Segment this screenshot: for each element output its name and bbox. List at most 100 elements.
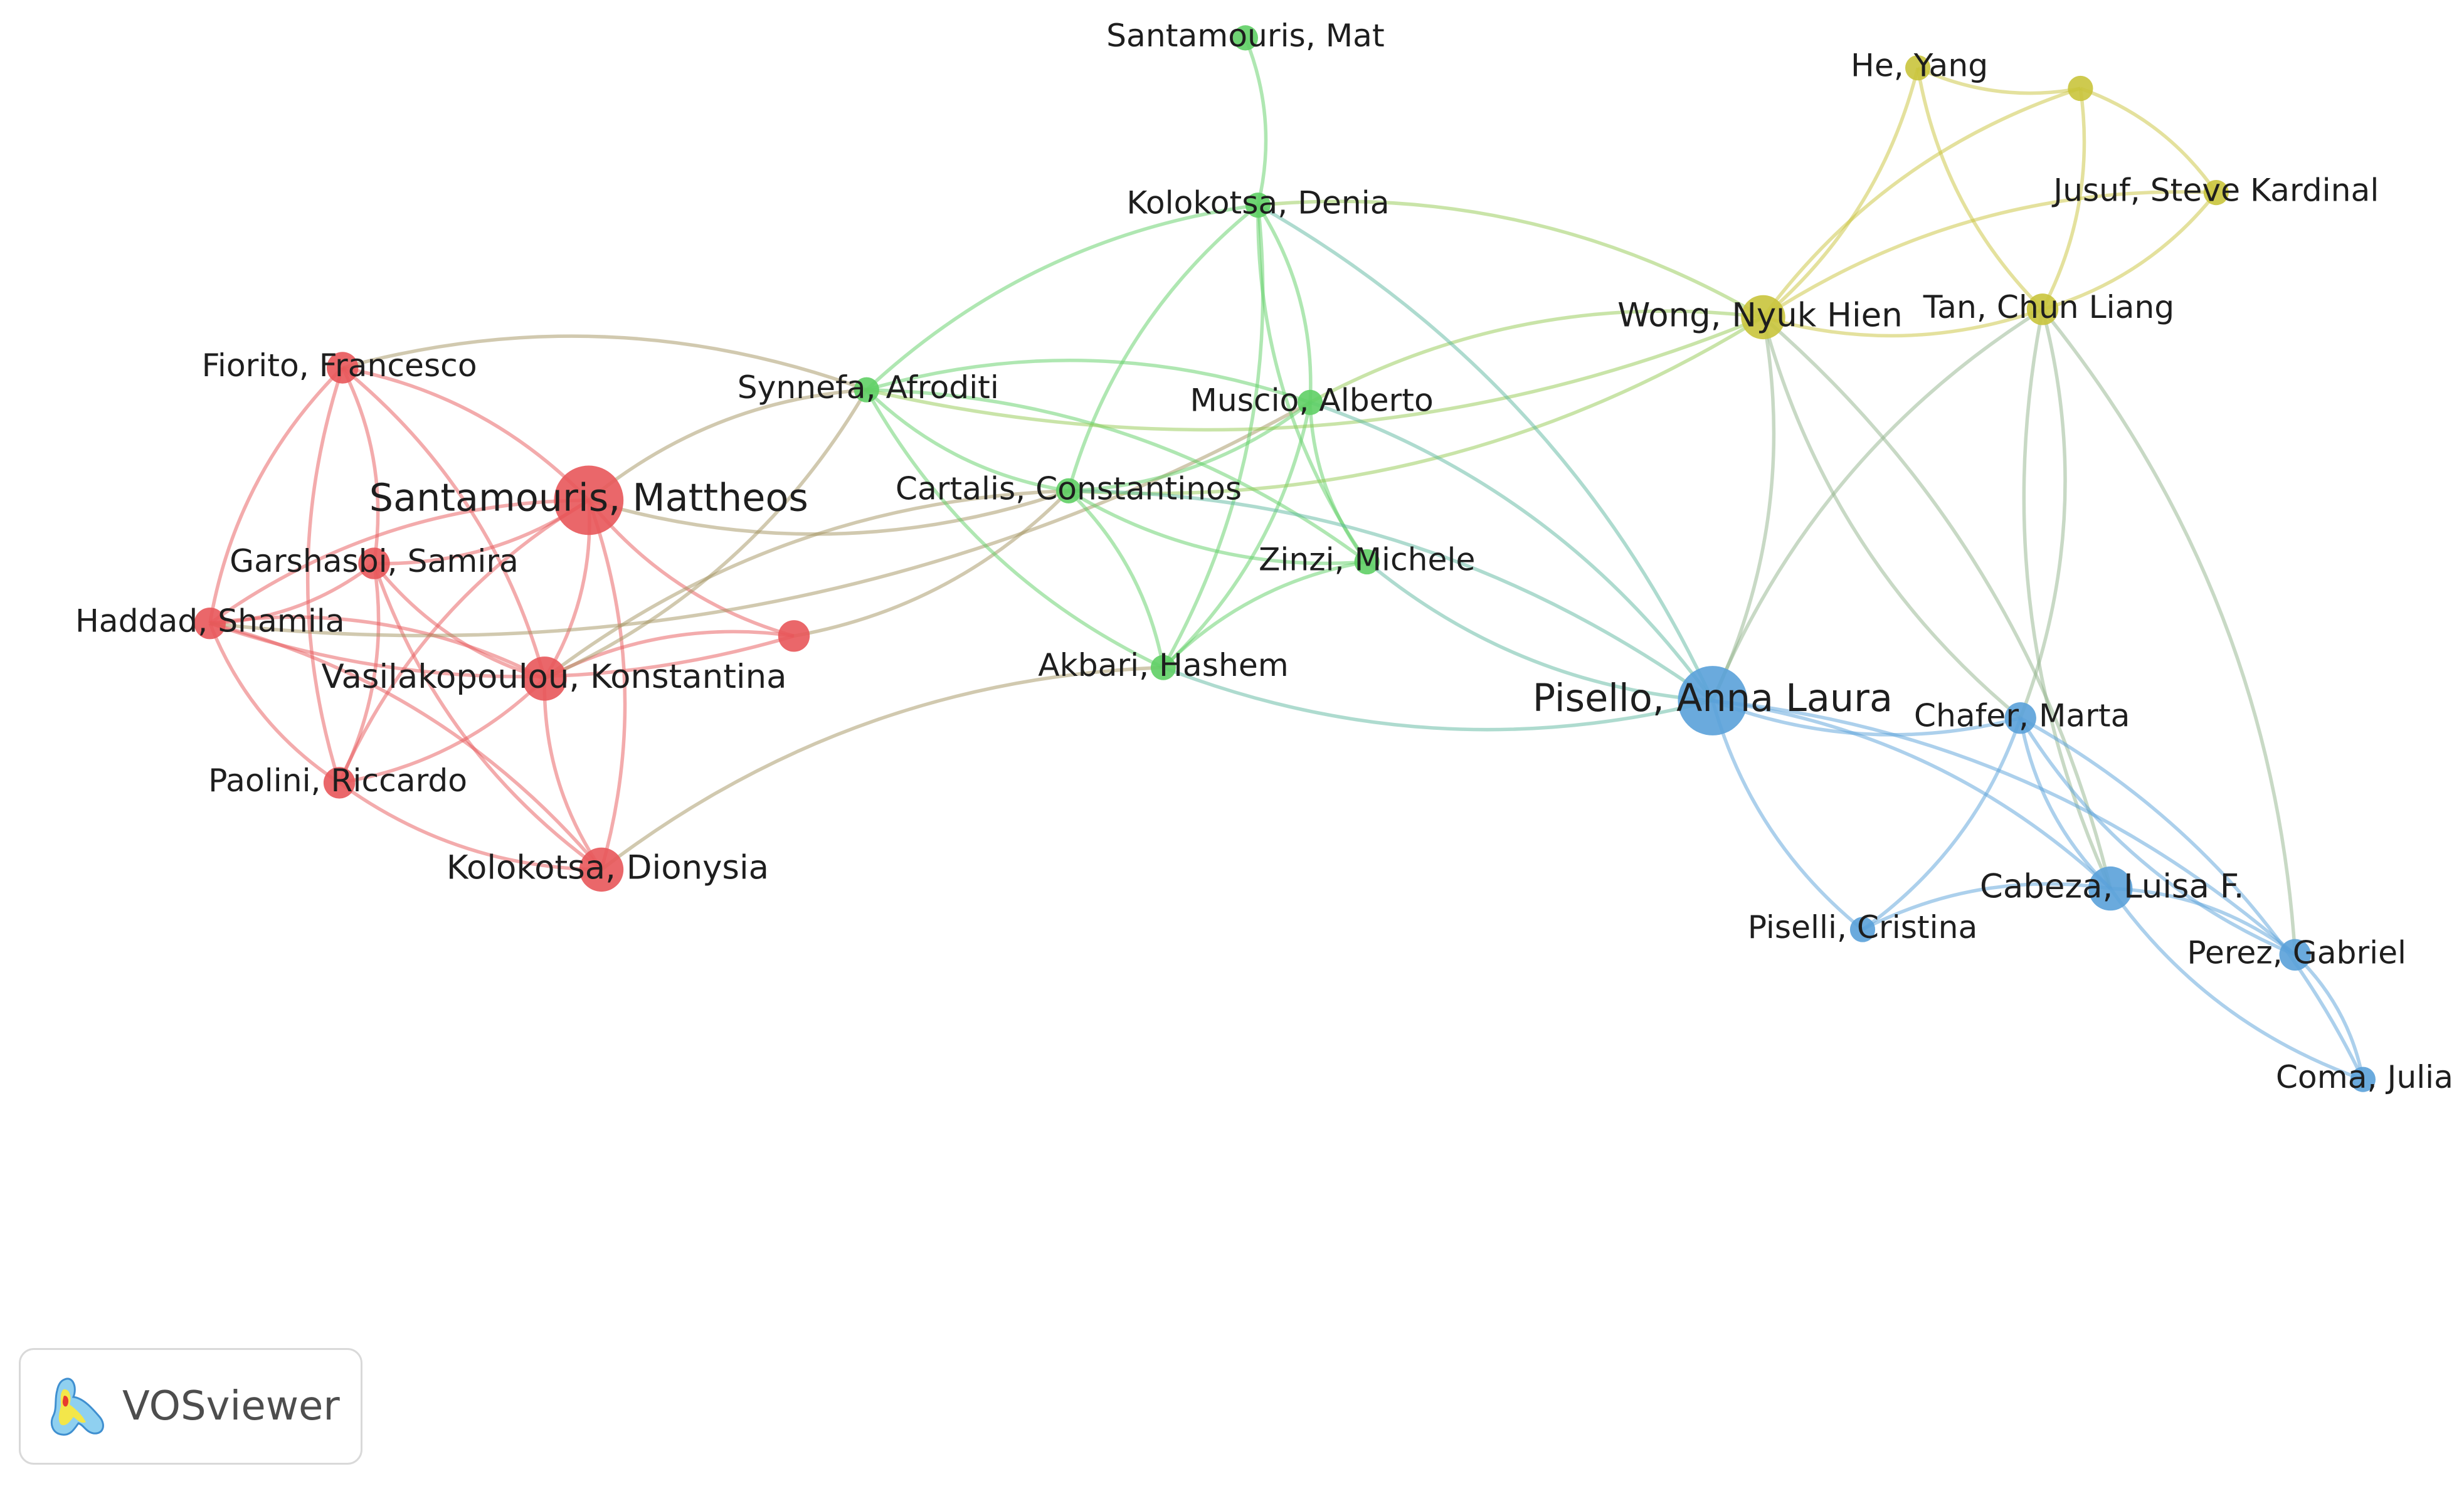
node-vasilakopoulou_konstantina[interactable] [522, 656, 567, 701]
edge-santamouris_mat-kolokotsa_denia [1244, 37, 1268, 206]
edge-santamouris_mattheos-synnefa_afroditi [588, 387, 867, 502]
node-muscio_alberto[interactable] [1298, 389, 1323, 415]
node-label-akbari_hashem: Akbari, Hashem [1038, 646, 1289, 683]
node-zinzi_michele[interactable] [1354, 549, 1380, 575]
node-pisello_anna_laura[interactable] [1678, 666, 1748, 735]
edge-cabeza_luisa-perez_gabriel [2110, 887, 2297, 956]
node-label-pisello_anna_laura: Pisello, Anna Laura [1533, 677, 1893, 720]
node-cartalis_constantinos[interactable] [1055, 478, 1082, 503]
node-label-coma_julia: Coma, Julia [2276, 1058, 2453, 1095]
node-label-chafer_marta: Chafer, Marta [1914, 697, 2130, 734]
edge-pisello_anna_laura-cabeza_luisa [1712, 698, 2112, 890]
edge-chafer_marta-cabeza_luisa [2018, 717, 2112, 890]
node-haddad_shamila[interactable] [194, 608, 226, 640]
node-label-cabeza_luisa: Cabeza, Luisa F. [1980, 868, 2245, 906]
node-fiorito_francesco[interactable] [327, 352, 359, 384]
node-paolini_riccardo[interactable] [323, 767, 356, 799]
node-wong_nyuk_hien[interactable] [1741, 295, 1785, 340]
vosviewer-logo-icon [50, 1378, 104, 1436]
edge-yellow_unlabeled-wong_nyuk_hien [1762, 87, 2081, 319]
edge-he_yang-tan_chun_liang [1916, 67, 2044, 311]
brand-name: VOSviewer [122, 1383, 340, 1430]
edge-garshasbi_samira-paolini_riccardo [337, 563, 381, 784]
node-perez_gabriel[interactable] [2279, 939, 2311, 971]
edge-red_unlabeled-cartalis_constantinos [793, 489, 1070, 638]
edge-synnefa_afroditi-cartalis_constantinos [865, 388, 1069, 493]
edge-muscio_alberto-cartalis_constantinos [1068, 401, 1311, 493]
node-santamouris_mattheos[interactable] [554, 465, 624, 535]
node-label-kolokotsa_dionysia: Kolokotsa, Dionysia [447, 849, 769, 887]
node-label-he_yang: He, Yang [1851, 47, 1988, 84]
edge-santamouris_mattheos-cartalis_constantinos [588, 489, 1069, 536]
edge-zinzi_michele-akbari_hashem [1162, 560, 1368, 669]
node-cabeza_luisa[interactable] [2088, 866, 2133, 911]
edge-wong_nyuk_hien-cabeza_luisa [1762, 315, 2112, 889]
edge-fiorito_francesco-paolini_riccardo [305, 367, 344, 784]
edge-yellow_unlabeled-tan_chun_liang [2041, 88, 2086, 310]
edge-cartalis_constantinos-zinzi_michele [1067, 489, 1367, 566]
node-chafer_marta[interactable] [2004, 702, 2036, 734]
node-santamouris_mat[interactable] [1232, 25, 1258, 51]
edge-santamouris_mattheos-haddad_shamila [209, 498, 589, 625]
edge-kolokotsa_denia-muscio_alberto [1256, 204, 1313, 403]
node-label-wong_nyuk_hien: Wong, Nyuk Hien [1617, 297, 1903, 335]
node-label-kolokotsa_denia: Kolokotsa, Denia [1126, 184, 1389, 221]
node-kolokotsa_denia[interactable] [1245, 192, 1271, 218]
edge-muscio_alberto-akbari_hashem [1162, 402, 1312, 669]
node-red_unlabeled[interactable] [778, 620, 810, 652]
node-label-vasilakopoulou_konstantina: Vasilakopoulou, Konstantina [321, 658, 786, 696]
node-tan_chun_liang[interactable] [2026, 293, 2059, 325]
edge-zinzi_michele-pisello_anna_laura [1365, 560, 1713, 703]
edge-cabeza_luisa-coma_julia [2108, 887, 2364, 1082]
edge-pisello_anna_laura-perez_gabriel [1712, 698, 2297, 956]
edge-vasilakopoulou_konstantina-synnefa_afroditi [544, 389, 869, 680]
node-synnefa_afroditi[interactable] [854, 377, 879, 403]
node-akbari_hashem[interactable] [1150, 655, 1176, 680]
edge-tan_chun_liang-pisello_anna_laura [1711, 307, 2044, 702]
edge-muscio_alberto-wong_nyuk_hien [1309, 309, 1763, 404]
edge-santamouris_mattheos-paolini_riccardo [337, 498, 590, 784]
edge-santamouris_mattheos-kolokotsa_dionysia [587, 499, 627, 870]
node-piselli_cristina[interactable] [1849, 917, 1876, 942]
edge-haddad_shamila-paolini_riccardo [208, 623, 341, 784]
node-coma_julia[interactable] [2350, 1067, 2376, 1092]
node-jusuf_steve_kardinal[interactable] [2203, 180, 2229, 206]
edge-cabeza_luisa-piselli_cristina [1861, 882, 2111, 931]
edge-santamouris_mattheos-fiorito_francesco [342, 366, 590, 502]
node-label-paolini_riccardo: Paolini, Riccardo [208, 762, 467, 799]
node-he_yang[interactable] [1905, 55, 1931, 81]
nodes-layer [194, 25, 2376, 1092]
node-kolokotsa_dionysia[interactable] [579, 847, 624, 892]
edge-kolokotsa_denia-cartalis_constantinos [1067, 204, 1259, 492]
edge-tan_chun_liang-perez_gabriel [2041, 308, 2297, 955]
edge-haddad_shamila-vasilakopoulou_konstantina [209, 615, 546, 680]
node-label-zinzi_michele: Zinzi, Michele [1259, 541, 1475, 578]
edge-fiorito_francesco-vasilakopoulou_konstantina [341, 366, 547, 680]
edge-he_yang-wong_nyuk_hien [1762, 67, 1920, 319]
node-label-synnefa_afroditi: Synnefa, Afroditi [738, 369, 999, 406]
edge-haddad_shamila-red_unlabeled [209, 621, 795, 678]
edge-pisello_anna_laura-piselli_cristina [1711, 700, 1864, 931]
edge-fiorito_francesco-haddad_shamila [208, 366, 344, 624]
edge-yellow_unlabeled-jusuf_steve_kardinal [2080, 87, 2218, 194]
node-yellow_unlabeled[interactable] [2068, 75, 2093, 102]
node-label-santamouris_mat: Santamouris, Mat [1106, 17, 1385, 54]
edge-cartalis_constantinos-wong_nyuk_hien [1068, 315, 1764, 495]
edge-synnefa_afroditi-muscio_alberto [866, 358, 1311, 404]
edge-muscio_alberto-pisello_anna_laura [1309, 401, 1715, 702]
edge-kolokotsa_denia-pisello_anna_laura [1257, 203, 1715, 702]
edge-paolini_riccardo-kolokotsa_dionysia [338, 781, 602, 872]
edge-wong_nyuk_hien-pisello_anna_laura [1711, 317, 1776, 702]
edge-kolokotsa_denia-wong_nyuk_hien [1257, 199, 1764, 319]
edge-vasilakopoulou_konstantina-kolokotsa_dionysia [542, 678, 603, 871]
edge-jusuf_steve_kardinal-tan_chun_liang [2042, 191, 2218, 311]
node-label-tan_chun_liang: Tan, Chun Liang [1923, 288, 2174, 325]
edge-chafer_marta-coma_julia [2019, 716, 2365, 1080]
node-garshasbi_samira[interactable] [358, 547, 390, 579]
edge-kolokotsa_dionysia-akbari_hashem [600, 665, 1164, 872]
edge-vasilakopoulou_konstantina-paolini_riccardo [339, 677, 546, 785]
edge-fiorito_francesco-synnefa_afroditi [342, 334, 867, 392]
